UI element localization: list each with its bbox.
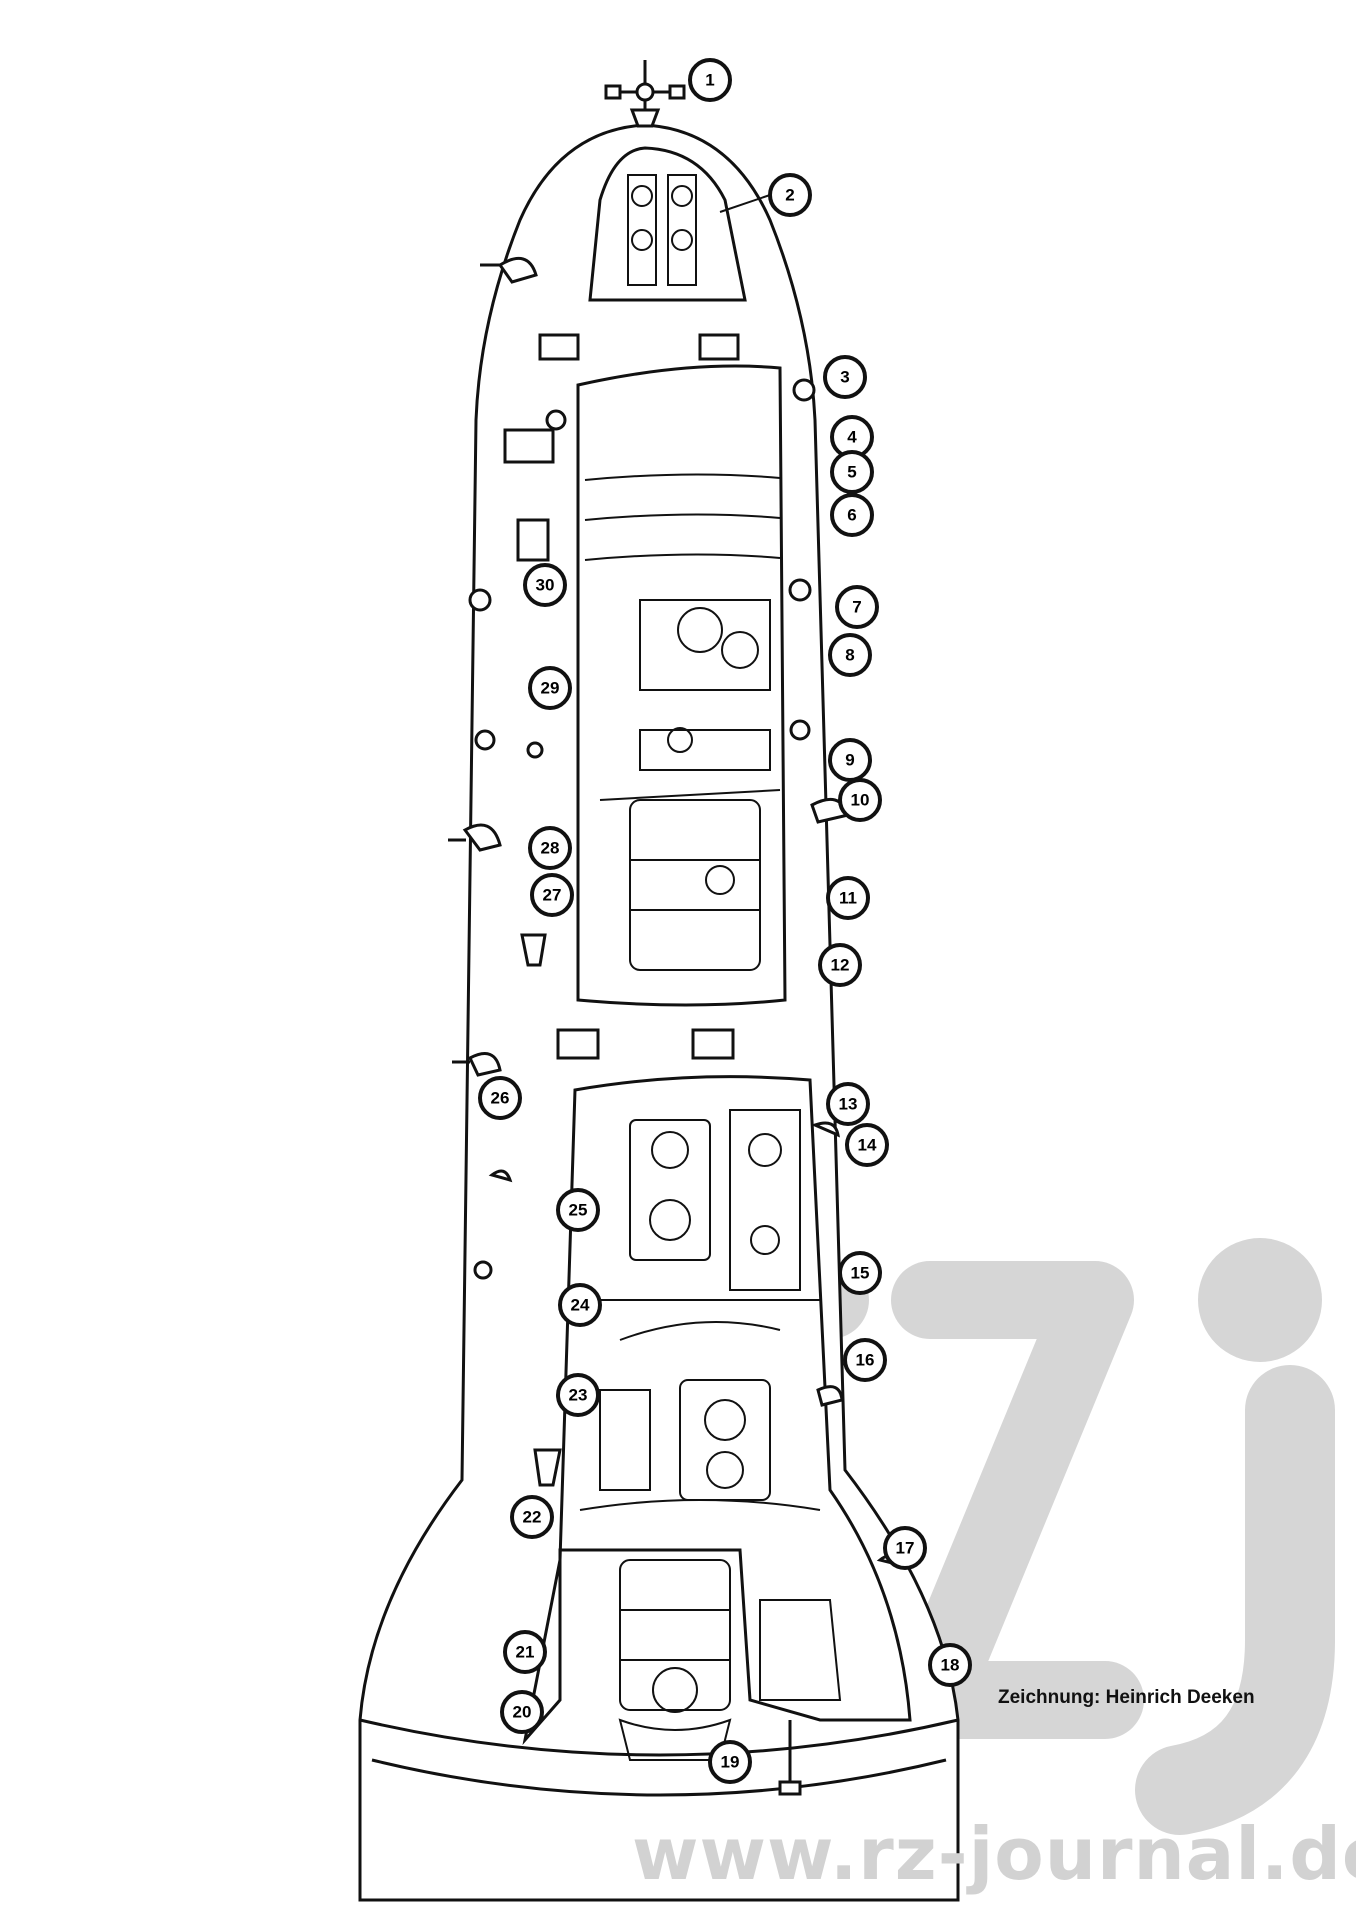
callout-15: 15: [838, 1251, 882, 1295]
drawing-credit: Zeichnung: Heinrich Deeken: [998, 1687, 1255, 1708]
callout-4: 4: [830, 415, 874, 459]
callout-22: 22: [510, 1495, 554, 1539]
callout-10: 10: [838, 778, 882, 822]
callout-3: 3: [823, 355, 867, 399]
svg-text:21: 21: [516, 1643, 535, 1662]
callout-11: 11: [826, 876, 870, 920]
svg-text:8: 8: [845, 646, 854, 665]
callout-16: 16: [843, 1338, 887, 1382]
svg-text:22: 22: [523, 1508, 542, 1527]
svg-text:13: 13: [839, 1095, 858, 1114]
svg-text:18: 18: [941, 1656, 960, 1675]
svg-text:15: 15: [851, 1264, 870, 1283]
svg-text:17: 17: [896, 1539, 915, 1558]
callout-1: 1: [688, 58, 732, 102]
callout-25: 25: [556, 1188, 600, 1232]
svg-text:10: 10: [851, 791, 870, 810]
callout-17: 17: [883, 1526, 927, 1570]
svg-text:11: 11: [839, 889, 857, 908]
lower-cutaway: [522, 1075, 912, 1796]
svg-text:1: 1: [705, 71, 714, 90]
svg-text:9: 9: [845, 751, 854, 770]
upper-cutaway: [576, 364, 787, 1007]
watermark-url: www.rz-journal.de: [632, 1812, 1356, 1896]
svg-text:20: 20: [513, 1703, 532, 1722]
callout-8: 8: [828, 633, 872, 677]
svg-text:7: 7: [852, 598, 861, 617]
callout-30: 30: [523, 563, 567, 607]
svg-text:27: 27: [543, 886, 562, 905]
callout-2: 2: [768, 173, 812, 217]
svg-text:5: 5: [847, 463, 856, 482]
svg-text:30: 30: [536, 576, 555, 595]
svg-text:26: 26: [491, 1089, 510, 1108]
svg-text:24: 24: [571, 1296, 590, 1315]
callout-21: 21: [503, 1630, 547, 1674]
svg-text:4: 4: [847, 428, 857, 447]
svg-text:19: 19: [721, 1753, 740, 1772]
callout-5: 5: [830, 450, 874, 494]
callout-18: 18: [928, 1643, 972, 1687]
callout-13: 13: [826, 1082, 870, 1126]
svg-text:16: 16: [856, 1351, 875, 1370]
callout-9: 9: [828, 738, 872, 782]
svg-text:3: 3: [840, 368, 849, 387]
callout-7: 7: [835, 585, 879, 629]
svg-text:6: 6: [847, 506, 856, 525]
svg-text:2: 2: [785, 186, 794, 205]
callout-24: 24: [558, 1283, 602, 1327]
callout-26: 26: [478, 1076, 522, 1120]
callout-27: 27: [530, 873, 574, 917]
callout-markers: 1 2 3 4 5 6 7 8 9 10 11 12 13 14 15 16 1…: [478, 58, 972, 1784]
callout-6: 6: [830, 493, 874, 537]
callout-23: 23: [556, 1373, 600, 1417]
callout-20: 20: [500, 1690, 544, 1734]
callout-29: 29: [528, 666, 572, 710]
svg-text:12: 12: [831, 956, 850, 975]
callout-19: 19: [708, 1740, 752, 1784]
callout-14: 14: [845, 1123, 889, 1167]
svg-text:28: 28: [541, 839, 560, 858]
svg-text:23: 23: [569, 1386, 588, 1405]
svg-text:14: 14: [858, 1136, 877, 1155]
callout-12: 12: [818, 943, 862, 987]
top-antenna: [604, 60, 686, 128]
svg-text:29: 29: [541, 679, 560, 698]
callout-28: 28: [528, 826, 572, 870]
svg-text:25: 25: [569, 1201, 588, 1220]
